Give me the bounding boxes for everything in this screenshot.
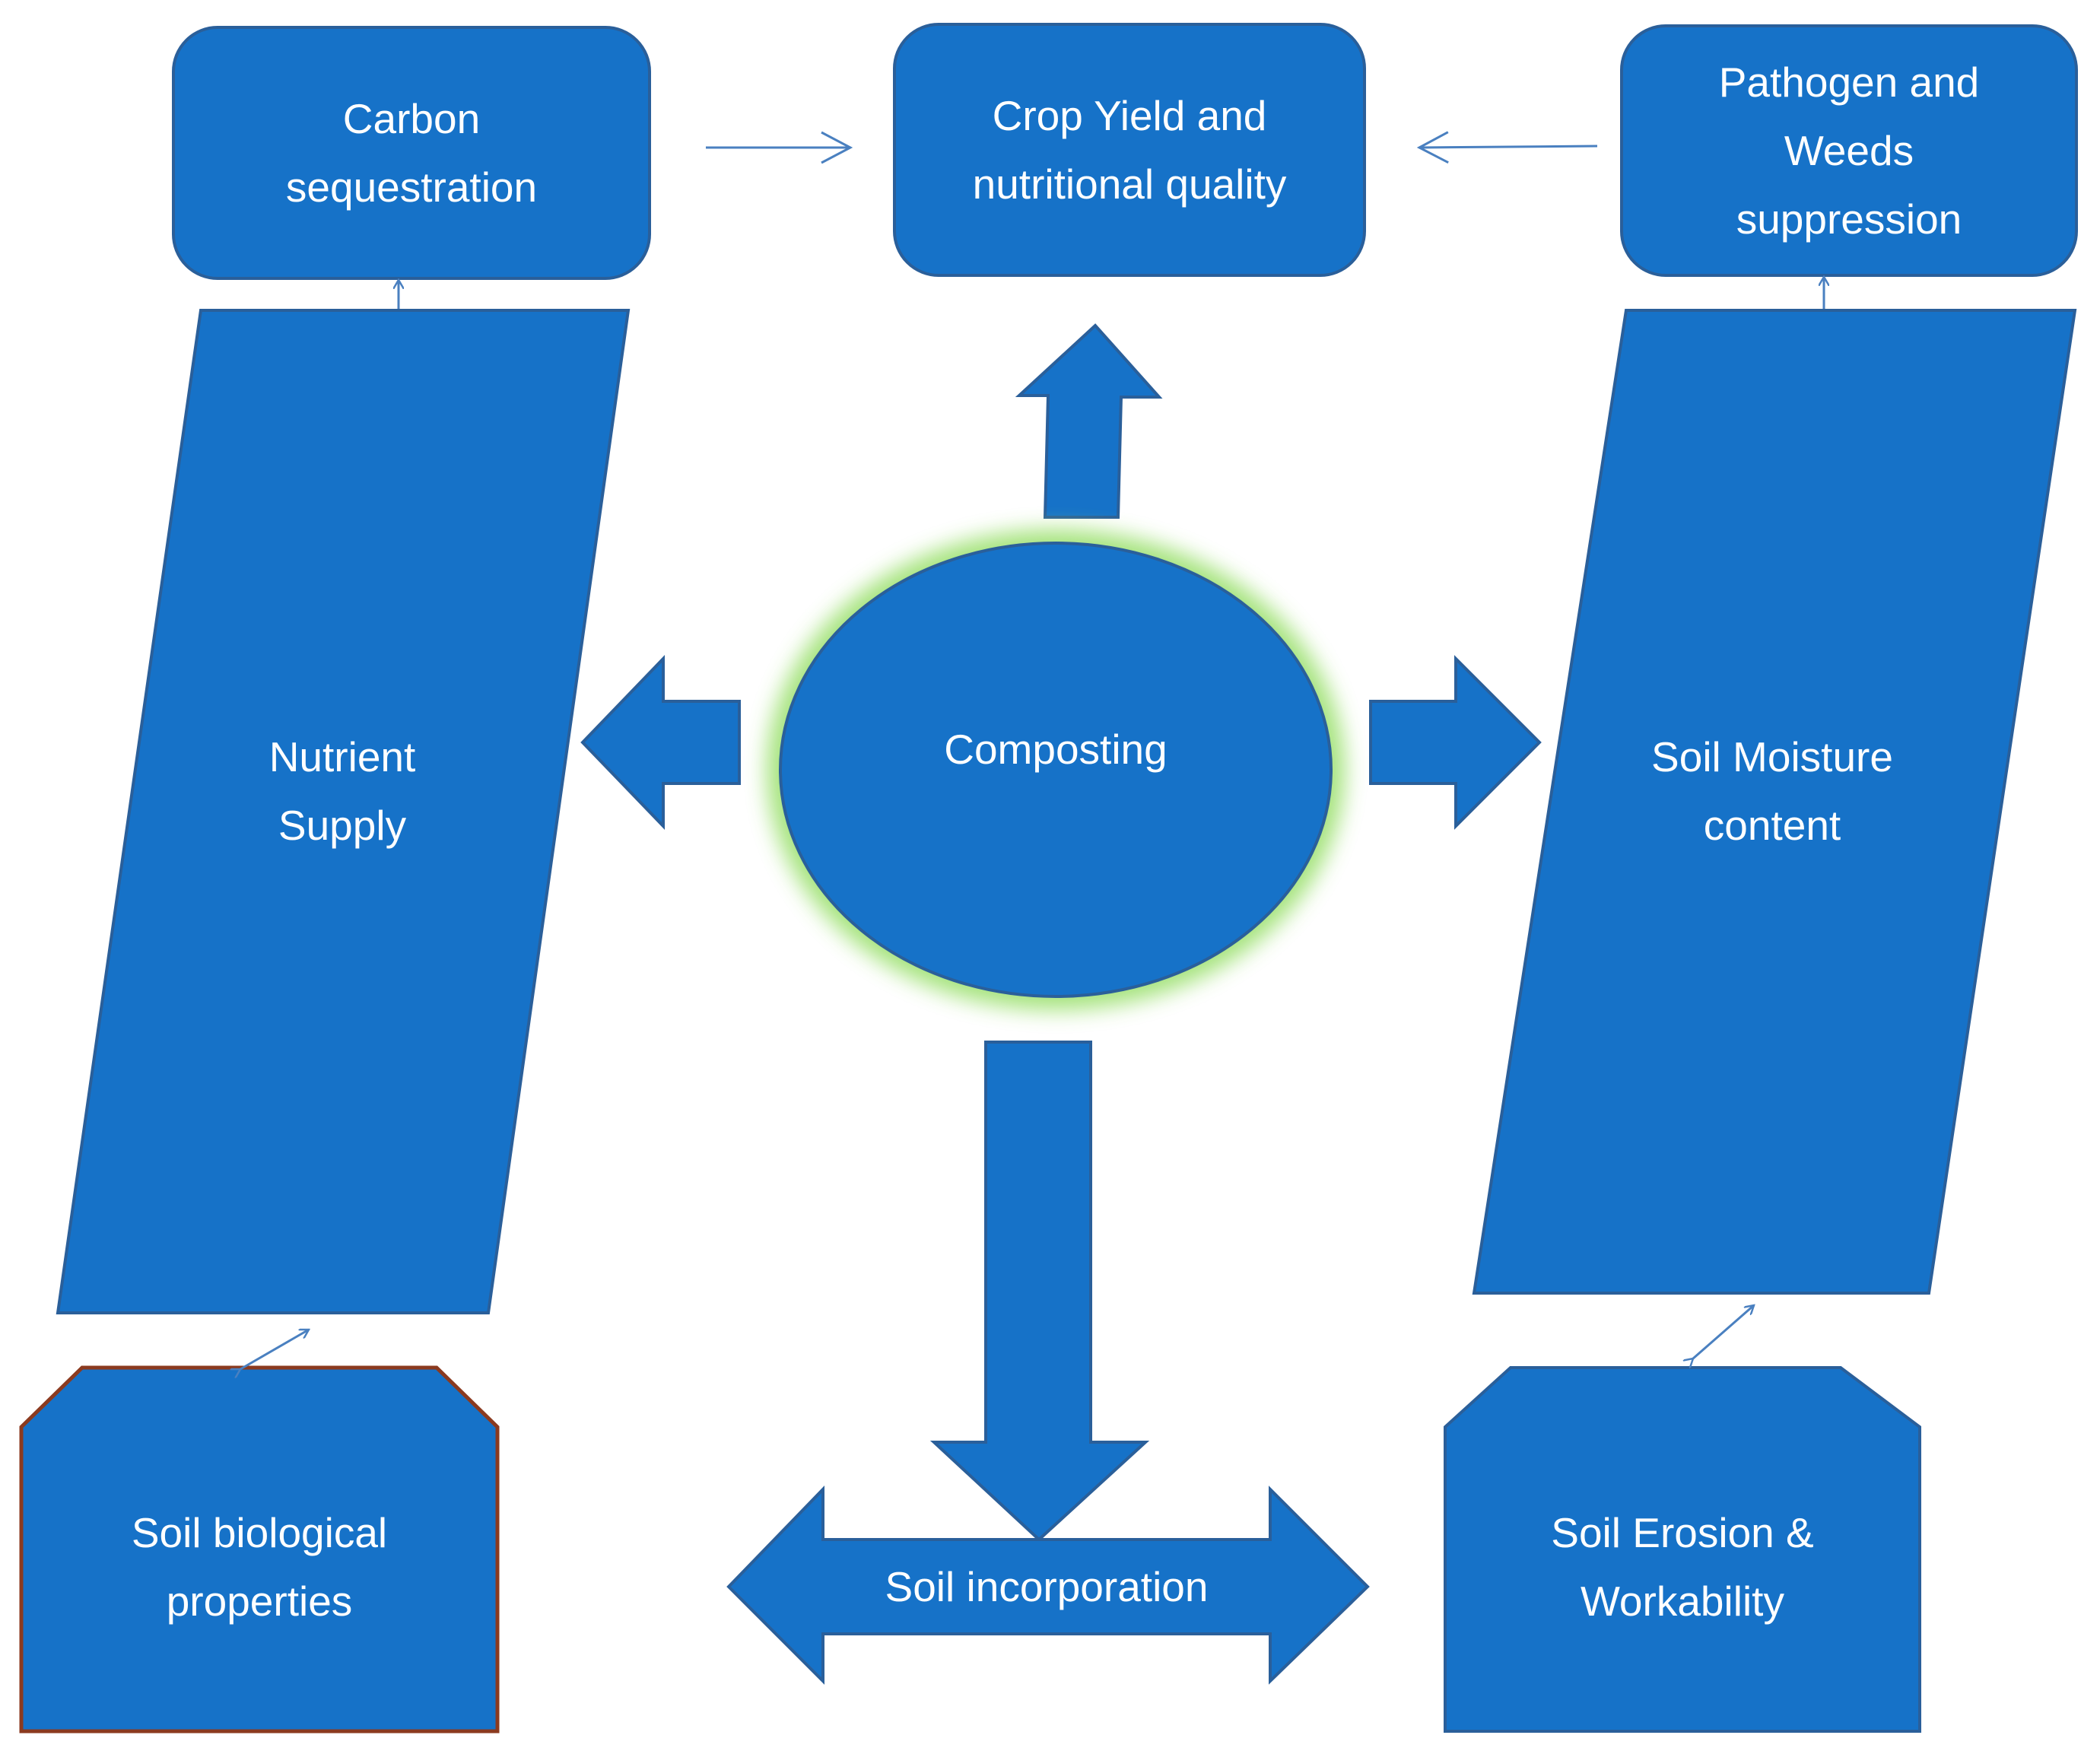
arrow-moisture-erosion: [1693, 1305, 1754, 1359]
crop-yield-box: [893, 23, 1366, 277]
soil-incorporation-arrow: [726, 1486, 1370, 1685]
composting-ellipse: [779, 542, 1333, 998]
block-arrow-left: [580, 655, 741, 830]
pathogen-weeds-box: [1620, 24, 2078, 277]
nutrient-supply-shape: [56, 309, 631, 1314]
arrow-pathogen-to-crop: [1416, 131, 1598, 164]
block-arrow-right: [1369, 655, 1542, 830]
carbon-sequestration-box: [172, 26, 651, 280]
block-arrow-up: [1015, 323, 1163, 519]
soil-moisture-shape: [1472, 309, 2077, 1295]
arrow-nutrient-biological: [240, 1330, 309, 1369]
soil-biological-box: [19, 1365, 500, 1734]
soil-erosion-box: [1444, 1366, 1921, 1733]
block-arrow-down: [929, 1041, 1150, 1542]
